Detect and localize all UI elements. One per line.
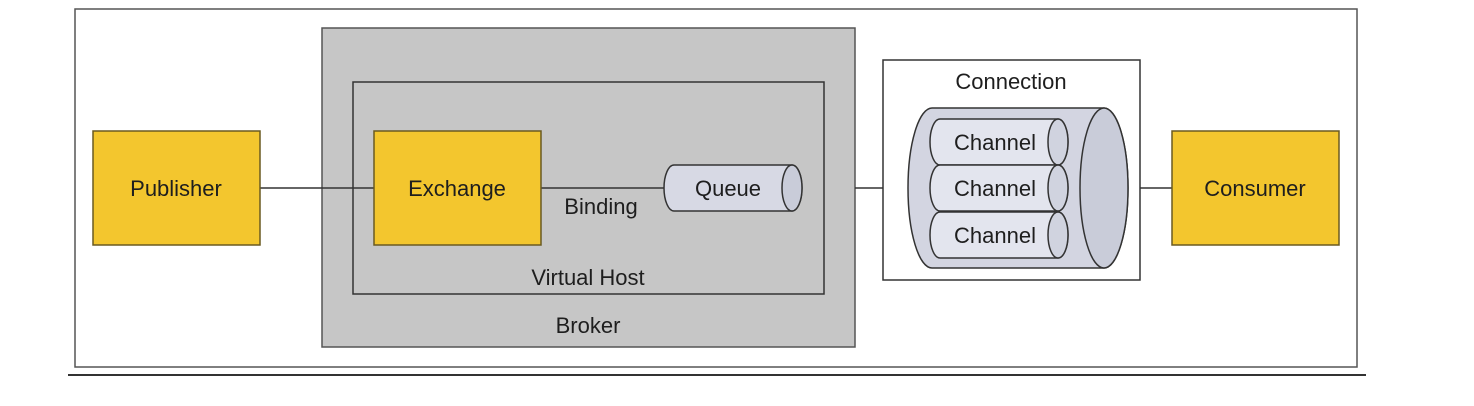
broker-label: Broker <box>556 313 621 338</box>
queue-cylinder <box>663 164 803 212</box>
binding-label: Binding <box>564 194 637 219</box>
channel-label-3: Channel <box>954 223 1036 248</box>
queue-label: Queue <box>695 176 761 201</box>
connection-label: Connection <box>955 69 1066 94</box>
channel-label-1: Channel <box>954 130 1036 155</box>
channel-cylinder-3 <box>929 211 1069 259</box>
channel-label-2: Channel <box>954 176 1036 201</box>
publisher-label: Publisher <box>130 176 222 201</box>
channel-cylinder-2 <box>929 164 1069 212</box>
virtual-host-label: Virtual Host <box>531 265 644 290</box>
consumer-label: Consumer <box>1204 176 1305 201</box>
consumer-box <box>1171 130 1340 246</box>
exchange-box <box>373 130 542 246</box>
exchange-label: Exchange <box>408 176 506 201</box>
publisher-box <box>92 130 261 246</box>
